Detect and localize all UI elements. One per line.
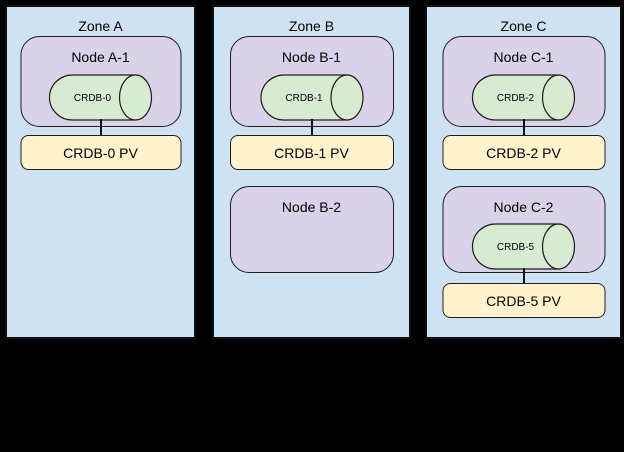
node-c1: Node C-1 CRDB-2 [442, 36, 605, 127]
zone-c-title: Zone C [500, 18, 547, 34]
pv-c2-label: CRDB-5 PV [486, 292, 561, 309]
connector-c2-to-pv [522, 268, 525, 285]
connector-c1-to-pv [522, 119, 525, 136]
pv-c2: CRDB-5 PV [442, 283, 605, 318]
pv-a1-label: CRDB-0 PV [63, 144, 138, 161]
db-cylinder-icon: CRDB-1 [259, 74, 364, 121]
zone-b-title: Zone B [288, 18, 335, 34]
node-c2-title: Node C-2 [493, 199, 554, 215]
node-b2-title: Node B-2 [281, 199, 342, 215]
node-b2: Node B-2 [229, 186, 394, 273]
pv-a1: CRDB-0 PV [20, 135, 181, 170]
zone-a: Zone A Node A-1 CRDB-0 CRDB-0 PV [5, 5, 196, 339]
pv-c1-label: CRDB-2 PV [486, 144, 561, 161]
connector-b1-to-pv [310, 119, 313, 136]
db-pod-b1-label: CRDB-1 [285, 93, 323, 104]
pv-b1: CRDB-1 PV [229, 135, 394, 170]
node-b1-title: Node B-1 [281, 49, 342, 65]
zone-c: Zone C Node C-1 CRDB-2 CRDB-2 PV Node C-… [425, 5, 622, 339]
db-pod-a1-label: CRDB-0 [74, 93, 112, 104]
db-pod-c1-label: CRDB-2 [497, 93, 535, 104]
db-cylinder-icon: CRDB-0 [48, 74, 153, 121]
db-cylinder-icon: CRDB-2 [471, 74, 576, 121]
db-pod-c2-label: CRDB-5 [497, 242, 535, 253]
pv-b1-label: CRDB-1 PV [274, 144, 349, 161]
zone-b: Zone B Node B-1 CRDB-1 CRDB-1 PV Node B-… [212, 5, 411, 339]
pv-c1: CRDB-2 PV [442, 135, 605, 170]
node-a1-title: Node A-1 [71, 49, 130, 65]
zone-a-title: Zone A [78, 18, 123, 34]
node-a1: Node A-1 CRDB-0 [20, 36, 181, 127]
node-c2: Node C-2 CRDB-5 [442, 186, 605, 273]
db-cylinder-icon: CRDB-5 [471, 223, 576, 270]
node-c1-title: Node C-1 [493, 49, 554, 65]
node-b1: Node B-1 CRDB-1 [229, 36, 394, 127]
connector-a1-to-pv [99, 119, 102, 136]
